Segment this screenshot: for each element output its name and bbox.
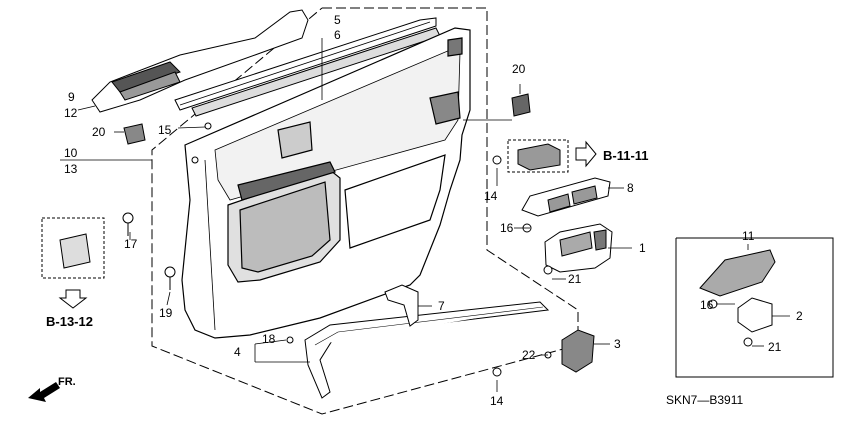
inset-detail-box bbox=[675, 237, 834, 378]
front-arrow-icon bbox=[28, 382, 60, 402]
callout-17: 17 bbox=[124, 237, 138, 251]
ref-b-11-11[interactable]: B-11-11 bbox=[603, 148, 649, 163]
callout-1: 1 bbox=[639, 241, 646, 255]
lining-trim-strip bbox=[304, 301, 550, 399]
callout-15: 15 bbox=[158, 123, 172, 137]
callout-13: 13 bbox=[64, 162, 78, 176]
ref-b-13-12[interactable]: B-13-12 bbox=[46, 314, 93, 329]
callout-4: 4 bbox=[234, 345, 241, 359]
callout-16-main: 16 bbox=[500, 221, 514, 235]
callout-16-inset: 16 bbox=[700, 298, 714, 312]
callout-12: 12 bbox=[64, 106, 78, 120]
callout-22: 22 bbox=[522, 348, 536, 362]
clip-detail-ref bbox=[41, 217, 105, 309]
leader-lines bbox=[60, 38, 790, 392]
callout-5: 5 bbox=[334, 13, 341, 27]
callout-14-lower: 14 bbox=[490, 394, 504, 408]
callout-14-upper: 14 bbox=[484, 189, 498, 203]
callout-6: 6 bbox=[334, 28, 341, 42]
master-switch-bezel bbox=[521, 177, 611, 217]
power-window-switch-ref bbox=[507, 139, 569, 173]
door-lock-switch bbox=[561, 329, 595, 373]
callout-8: 8 bbox=[627, 181, 634, 195]
small-switch bbox=[511, 93, 531, 117]
callout-20-right: 20 bbox=[512, 62, 526, 76]
callout-20-left: 20 bbox=[92, 125, 106, 139]
armrest-trim bbox=[91, 9, 309, 113]
callout-3: 3 bbox=[614, 337, 621, 351]
callout-2: 2 bbox=[796, 309, 803, 323]
callout-21-main: 21 bbox=[568, 272, 582, 286]
callout-11: 11 bbox=[742, 229, 755, 243]
callout-19: 19 bbox=[159, 306, 173, 320]
callout-9: 9 bbox=[68, 90, 75, 104]
inset-window-switch bbox=[737, 297, 773, 333]
door-lining-panel bbox=[181, 27, 471, 339]
callout-7: 7 bbox=[438, 299, 445, 313]
master-power-window-switch bbox=[544, 223, 613, 273]
window-weatherstrip bbox=[174, 17, 441, 117]
drawing-code: SKN7—B3911 bbox=[666, 393, 743, 407]
inset-switch-bezel bbox=[699, 249, 776, 297]
callout-21-inset: 21 bbox=[768, 340, 782, 354]
callout-18: 18 bbox=[262, 332, 276, 346]
callout-10: 10 bbox=[64, 146, 78, 160]
front-label: FR. bbox=[58, 376, 76, 388]
ref-arrow-icon bbox=[575, 140, 597, 168]
bracket bbox=[384, 284, 419, 327]
fasteners bbox=[122, 122, 753, 377]
